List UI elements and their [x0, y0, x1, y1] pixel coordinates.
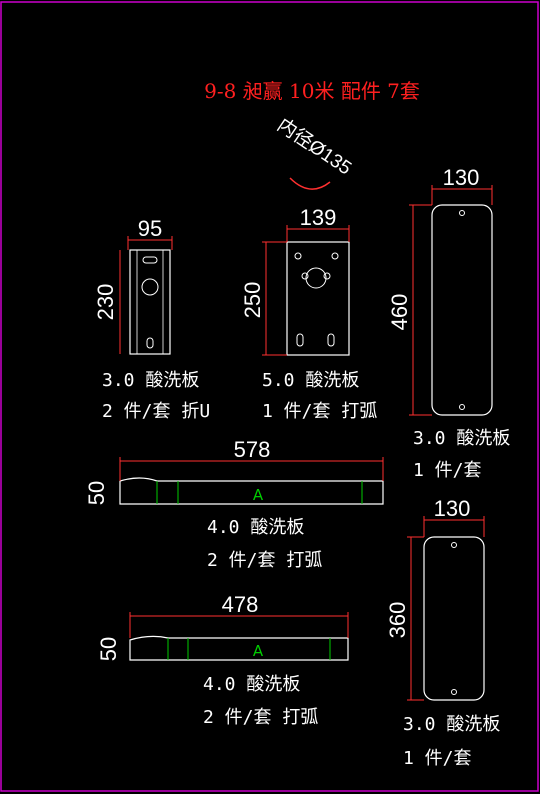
- part-6-material: 4.0 酸洗板: [203, 674, 300, 695]
- part-3-outline: [431, 204, 493, 416]
- part-4-height-label: 50: [84, 481, 109, 505]
- part-2-hole: [331, 252, 339, 260]
- part-4-material: 4.0 酸洗板: [207, 517, 304, 538]
- part-3-height-label: 460: [387, 294, 412, 331]
- part-6-width-label: 478: [222, 592, 259, 617]
- inner-diameter-note: 内径Ø135: [273, 114, 356, 190]
- part-2-qty: 1 件/套 打弧: [262, 401, 377, 422]
- part-2-hole: [301, 272, 309, 280]
- part-1-outline: [129, 249, 171, 355]
- part-4-outline: [119, 477, 384, 505]
- part-5-outline: [423, 536, 485, 701]
- part-1-slot: [142, 256, 158, 264]
- drawing-title: 9-8 昶赢 10米 配件 7套: [204, 79, 420, 103]
- part-2-slot: [296, 333, 304, 347]
- part-1-hole: [141, 278, 159, 296]
- part-1-width-label: 95: [138, 216, 162, 241]
- part-4-mark: A: [253, 486, 264, 504]
- part-1-material: 3.0 酸洗板: [102, 370, 199, 391]
- part-5-material: 3.0 酸洗板: [403, 714, 500, 735]
- inner-diameter-arc: [289, 177, 331, 190]
- part-1-qty: 2 件/套 折U: [102, 401, 210, 422]
- part-3-hole: [459, 210, 465, 216]
- part-4-strip-578x50: A 578 50 4.0 酸洗板 2 件/套 打弧: [84, 437, 384, 571]
- part-1-slot: [146, 337, 154, 349]
- part-5-qty: 1 件/套: [403, 748, 472, 769]
- part-5-plate-130x360: 130 360 3.0 酸洗板 1 件/套: [385, 496, 500, 769]
- part-3-material: 3.0 酸洗板: [413, 428, 510, 449]
- part-3-width-label: 130: [443, 165, 480, 190]
- part-1-bracket-95x230: 95 230 3.0 酸洗板 2 件/套 折U: [93, 216, 210, 422]
- part-6-mark: A: [253, 642, 264, 660]
- part-3-hole: [459, 404, 465, 410]
- part-5-hole: [451, 689, 457, 695]
- part-4-qty: 2 件/套 打弧: [207, 550, 322, 571]
- part-6-strip-478x50: A 478 50 4.0 酸洗板 2 件/套 打弧: [96, 592, 349, 728]
- inner-diameter-label: 内径Ø135: [273, 114, 355, 179]
- part-3-qty: 1 件/套: [413, 460, 482, 481]
- part-6-outline: [129, 635, 349, 661]
- part-2-hole: [294, 252, 302, 260]
- part-1-height-label: 230: [93, 284, 118, 321]
- part-6-height-label: 50: [96, 637, 121, 661]
- part-2-width-label: 139: [300, 205, 337, 230]
- part-2-material: 5.0 酸洗板: [262, 370, 359, 391]
- part-3-plate-130x460: 130 460 3.0 酸洗板 1 件/套: [387, 165, 510, 481]
- part-2-slot: [327, 333, 335, 347]
- part-5-width-label: 130: [434, 496, 471, 521]
- part-2-hole: [323, 272, 331, 280]
- part-2-height-label: 250: [240, 282, 265, 319]
- part-5-height-label: 360: [385, 602, 410, 639]
- part-2-center-hole: [305, 267, 327, 289]
- part-5-hole: [451, 542, 457, 548]
- part-2-plate-139x250: 139 250 5.0 酸洗板 1 件/套 打弧: [240, 205, 377, 422]
- part-4-width-label: 578: [234, 437, 271, 462]
- part-2-outline: [286, 241, 350, 356]
- part-6-qty: 2 件/套 打弧: [203, 707, 318, 728]
